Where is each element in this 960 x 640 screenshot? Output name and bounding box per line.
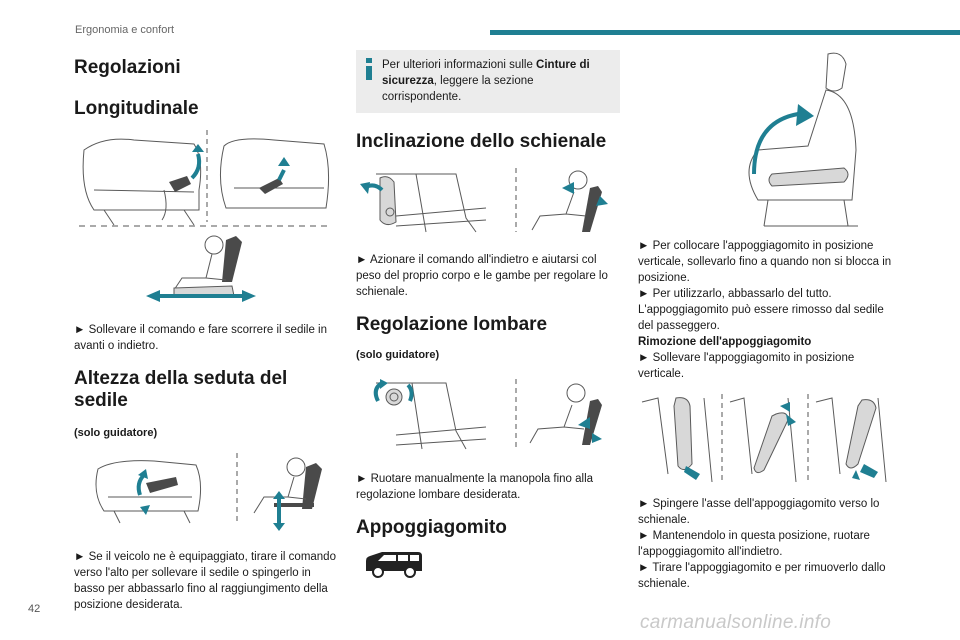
text-lombare: ► Ruotare manualmente la manopola fino a… — [356, 472, 594, 501]
heading-lombare: Regolazione lombare — [356, 313, 548, 335]
text-armrest-p2: ► Per utilizzarlo, abbassarlo del tutto. — [638, 288, 832, 300]
watermark: carmanualsonline.info — [640, 612, 832, 633]
info-text-bold: Cinture di sicurezza — [382, 59, 590, 87]
illustration-seat-height — [95, 453, 322, 532]
illustration-armrest-seat — [748, 52, 858, 227]
section-title-regolazioni: Regolazioni — [74, 57, 181, 78]
text-armrest-p4: ► Sollevare l'appoggiagomito in posizion… — [638, 352, 855, 380]
van-icon — [366, 552, 422, 579]
illustration-backrest-tilt — [360, 167, 608, 233]
text-armrest-p1: ► Per collocare l'appoggiagomito in posi… — [638, 240, 892, 284]
illustration-seat-longitudinal — [79, 129, 330, 302]
header-accent-bar — [490, 30, 960, 35]
column-1: Regolazioni Longitudinale ► Sollevare il… — [74, 50, 336, 613]
running-header: Ergonomia e confort — [75, 24, 175, 36]
heading-longitudinale: Longitudinale — [74, 97, 199, 119]
column-2: Per ulteriori informazioni sulle Cinture… — [356, 50, 620, 579]
heading-appoggiagomito: Appoggiagomito — [356, 516, 507, 538]
heading-inclinazione: Inclinazione dello schienale — [356, 131, 607, 152]
text-armrest-p6: ► Mantenendolo in questa posizione, ruot… — [638, 530, 870, 558]
info-text-before: Per ulteriori informazioni sulle — [382, 59, 537, 71]
illustration-armrest-removal — [641, 394, 887, 484]
info-text-after: , leggere la sezione corrispondente. — [382, 75, 534, 103]
text-inclinazione: ► Azionare il comando all'indietro e aiu… — [356, 253, 608, 298]
info-box-text: Per ulteriori informazioni sulle Cinture… — [366, 57, 610, 105]
page-number: 42 — [28, 603, 41, 615]
note-solo-guidatore-lombare: (solo guidatore) — [356, 348, 440, 361]
column-3: ► Per collocare l'appoggiagomito in posi… — [638, 50, 900, 592]
heading-rimozione: Rimozione dell'appoggiagomito — [638, 336, 812, 348]
text-armrest-p7: ► Tirare l'appoggiagomito e per rimuover… — [638, 562, 886, 590]
heading-altezza-seduta: Altezza della seduta del sedile — [74, 367, 288, 412]
illustration-lumbar — [373, 378, 602, 451]
text-armrest-p5: ► Spingere l'asse dell'appoggiagomito ve… — [638, 498, 880, 526]
note-solo-guidatore: (solo guidatore) — [74, 427, 158, 440]
text-altezza: ► Se il veicolo ne è equipaggiato, tirar… — [74, 551, 336, 612]
info-icon — [366, 58, 372, 80]
info-box-cinture: Per ulteriori informazioni sulle Cinture… — [356, 50, 620, 113]
text-armrest-p3: L'appoggiagomito può essere rimosso dal … — [638, 304, 884, 332]
text-longitudinale: ► Sollevare il comando e fare scorrere i… — [74, 323, 327, 352]
